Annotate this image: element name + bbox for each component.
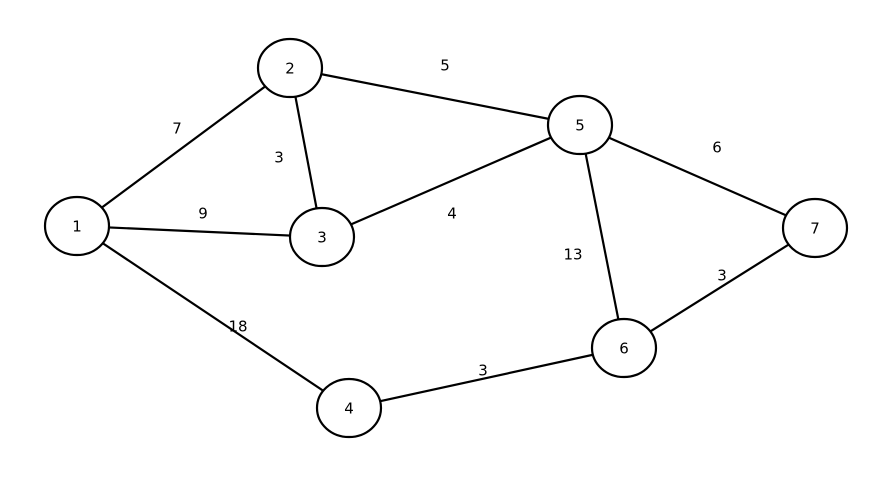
edge-weight-2-3: 3 xyxy=(274,149,284,167)
node-1-circle xyxy=(43,195,111,257)
edges-layer xyxy=(75,66,817,410)
edge-5-7 xyxy=(578,123,817,230)
edge-weight-1-3: 9 xyxy=(198,205,208,223)
node-7-circle xyxy=(781,197,849,259)
node-4-label: 4 xyxy=(344,400,354,418)
node-7: 7 xyxy=(781,197,849,259)
node-4: 4 xyxy=(315,377,383,439)
node-5-circle xyxy=(546,94,614,156)
node-4-circle xyxy=(315,377,383,439)
node-7-label: 7 xyxy=(810,220,820,238)
edge-3-5 xyxy=(320,123,582,239)
edge-4-6 xyxy=(347,346,626,410)
node-5: 5 xyxy=(546,94,614,156)
edge-2-5 xyxy=(288,66,582,127)
edge-weights-layer: 7 9 18 3 5 4 3 13 6 3 xyxy=(172,57,727,380)
edge-1-2 xyxy=(75,66,292,228)
edge-5-6 xyxy=(578,123,626,350)
edge-weight-5-7: 6 xyxy=(712,139,722,157)
edge-6-7 xyxy=(622,226,817,350)
node-2-circle xyxy=(256,37,324,99)
node-6-label: 6 xyxy=(619,340,629,358)
edge-weight-4-6: 3 xyxy=(478,362,488,380)
edge-weight-5-6: 13 xyxy=(563,246,582,264)
node-5-label: 5 xyxy=(575,117,585,135)
edge-weight-3-5: 4 xyxy=(447,205,457,223)
nodes-layer: 1 2 3 4 5 6 7 xyxy=(43,37,849,439)
node-6-circle xyxy=(590,317,658,379)
edge-weight-1-4: 18 xyxy=(228,318,247,336)
edge-weight-6-7: 3 xyxy=(717,267,727,285)
edge-weight-1-2: 7 xyxy=(172,120,182,138)
node-3-label: 3 xyxy=(317,229,327,247)
node-3-circle xyxy=(288,206,356,268)
edge-1-3 xyxy=(75,224,324,239)
node-1-label: 1 xyxy=(72,218,82,236)
edge-1-4 xyxy=(75,224,351,410)
node-3: 3 xyxy=(288,206,356,268)
node-2: 2 xyxy=(256,37,324,99)
node-2-label: 2 xyxy=(285,60,295,78)
node-1: 1 xyxy=(43,195,111,257)
node-6: 6 xyxy=(590,317,658,379)
edge-weight-2-5: 5 xyxy=(440,57,450,75)
